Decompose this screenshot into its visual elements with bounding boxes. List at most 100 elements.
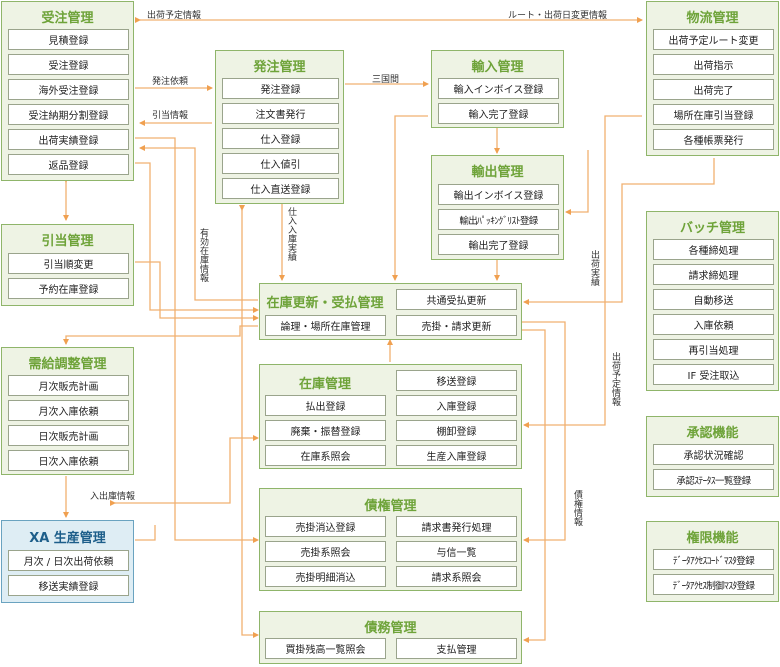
zaiko-item-3[interactable]: 廃棄・振替登録 <box>265 420 386 441</box>
butsuryu-item-2[interactable]: 出荷完了 <box>653 79 774 100</box>
module-jukyu-title: 需給調整管理 <box>28 357 107 372</box>
module-butsuryu: 物流管理 出荷予定ルート変更 出荷指示 出荷完了 場所在庫引当登録 各種帳票発行 <box>646 1 779 156</box>
yunyu-item-1[interactable]: 輸入完了登録 <box>438 103 559 124</box>
label-hatchu-irai: 発注依頼 <box>152 77 189 87</box>
line-hatchu-saimu <box>239 205 259 638</box>
juchu-item-3[interactable]: 受注納期分割登録 <box>8 104 129 125</box>
koshin-item-2[interactable]: 売掛・請求更新 <box>396 315 517 336</box>
jukyu-item-1[interactable]: 月次入庫依頼 <box>8 400 129 421</box>
yushutsu-item-2[interactable]: 輸出完了登録 <box>438 234 559 255</box>
juchu-item-1[interactable]: 受注登録 <box>8 54 129 75</box>
hatchu-item-3[interactable]: 仕入値引 <box>222 153 339 174</box>
hatchu-item-2[interactable]: 仕入登録 <box>222 128 339 149</box>
module-hikiate-title: 引当管理 <box>41 234 94 249</box>
zaiko-item-5[interactable]: 在庫系照会 <box>265 445 386 466</box>
batch-item-3[interactable]: 入庫依頼 <box>653 314 774 335</box>
line-juchu-koshin <box>135 162 259 313</box>
hikiate-item-1[interactable]: 予約在庫登録 <box>8 278 129 299</box>
label-yuko-zaiko-info: 有効在庫情報 <box>198 228 208 282</box>
xa-item-1[interactable]: 移送実績登録 <box>8 575 129 596</box>
label-shukka-yotei-info: 出荷予定情報 <box>147 11 202 21</box>
zaiko-item-4[interactable]: 棚卸登録 <box>396 420 517 441</box>
module-saimu-title: 債務管理 <box>364 621 417 636</box>
juchu-item-4[interactable]: 出荷実績登録 <box>8 129 129 150</box>
hatchu-item-4[interactable]: 仕入直送登録 <box>222 178 339 199</box>
saiken-item-3[interactable]: 与信一覧 <box>396 541 517 562</box>
batch-item-5[interactable]: IF 受注取込 <box>653 364 774 385</box>
line-koshin-saiken <box>520 321 566 543</box>
label-saiken-info: 債権情報 <box>572 490 582 526</box>
zaiko-item-1[interactable]: 払出登録 <box>265 395 386 416</box>
module-yushutsu: 輸出管理 輸出インボイス登録 輸出ﾊﾟｯｷﾝｸﾞﾘｽﾄ登録 輸出完了登録 <box>431 155 564 260</box>
zaiko-item-0[interactable]: 移送登録 <box>396 370 517 391</box>
module-jukyu: 需給調整管理 月次販売計画 月次入庫依頼 日次販売計画 日次入庫依頼 <box>1 347 134 475</box>
zaiko-item-2[interactable]: 入庫登録 <box>396 395 517 416</box>
hatchu-item-1[interactable]: 注文書発行 <box>222 103 339 124</box>
label-nyushukko-info: 入出庫情報 <box>90 492 136 502</box>
line-shukka-yotei <box>523 115 642 428</box>
saiken-item-4[interactable]: 売掛明細消込 <box>265 566 386 587</box>
zaiko-item-6[interactable]: 生産入庫登録 <box>396 445 517 466</box>
module-saiken: 債権管理 売掛消込登録 請求書発行処理 売掛系照会 与信一覧 売掛明細消込 請求… <box>259 488 522 591</box>
yunyu-item-0[interactable]: 輸入インボイス登録 <box>438 78 559 99</box>
line-koshin-jukyu <box>63 325 258 345</box>
line-xa-saimu <box>135 525 156 541</box>
batch-item-2[interactable]: 自動移送 <box>653 289 774 310</box>
batch-item-0[interactable]: 各種締処理 <box>653 239 774 260</box>
module-batch-title: バッチ管理 <box>679 221 745 236</box>
yushutsu-item-0[interactable]: 輸出インボイス登録 <box>438 184 559 205</box>
line-nyushukko <box>110 435 259 506</box>
label-shukka-jisseki: 出荷実績 <box>589 250 599 286</box>
koshin-item-1[interactable]: 論理・場所在庫管理 <box>265 315 386 336</box>
module-yunyu: 輸入管理 輸入インボイス登録 輸入完了登録 <box>431 50 564 128</box>
kengen-item-1[interactable]: ﾃﾞｰﾀｱｸｾｽ制御ﾏｽﾀ登録 <box>653 574 774 595</box>
juchu-item-2[interactable]: 海外受注登録 <box>8 79 129 100</box>
saimu-item-1[interactable]: 支払管理 <box>396 638 517 659</box>
shonin-item-1[interactable]: 承認ｽﾃｰﾀｽ一覧登録 <box>653 469 774 490</box>
label-shukka-yotei-info2: 出荷予定情報 <box>610 352 620 406</box>
jukyu-item-0[interactable]: 月次販売計画 <box>8 375 129 396</box>
butsuryu-item-1[interactable]: 出荷指示 <box>653 54 774 75</box>
module-shonin-title: 承認機能 <box>686 426 739 441</box>
module-yushutsu-title: 輸出管理 <box>471 165 524 180</box>
module-zaiko-title: 在庫管理 <box>298 377 351 392</box>
saiken-item-1[interactable]: 請求書発行処理 <box>396 516 517 537</box>
module-saiken-title: 債権管理 <box>364 499 417 514</box>
xa-item-0[interactable]: 月次 / 日次出荷依頼 <box>8 550 129 571</box>
line-saiken-info <box>520 329 546 643</box>
juchu-item-0[interactable]: 見積登録 <box>8 29 129 50</box>
line-butsuryu-yushutsu <box>565 150 589 215</box>
module-hatchu-title: 発注管理 <box>253 60 306 75</box>
label-shiire-nyuko: 仕入入庫実績 <box>286 207 296 261</box>
shonin-item-0[interactable]: 承認状況確認 <box>653 444 774 465</box>
module-zaiko: 在庫管理 移送登録 払出登録 入庫登録 廃棄・振替登録 棚卸登録 在庫系照会 生… <box>259 364 522 469</box>
module-kengen: 権限機能 ﾃﾞｰﾀｱｸｾｽｺｰﾄﾞﾏｽﾀ登録 ﾃﾞｰﾀｱｸｾｽ制御ﾏｽﾀ登録 <box>646 521 779 602</box>
module-butsuryu-title: 物流管理 <box>686 11 739 26</box>
module-kengen-title: 権限機能 <box>686 531 739 546</box>
juchu-item-5[interactable]: 返品登録 <box>8 154 129 175</box>
module-xa-title: XA 生産管理 <box>29 531 106 546</box>
saiken-item-2[interactable]: 売掛系照会 <box>265 541 386 562</box>
line-hikiate-koshin <box>135 261 259 321</box>
label-sangokukan: 三国間 <box>372 75 400 85</box>
batch-item-4[interactable]: 再引当処理 <box>653 339 774 360</box>
koshin-item-0[interactable]: 共通受払更新 <box>396 289 517 310</box>
hatchu-item-0[interactable]: 発注登録 <box>222 78 339 99</box>
butsuryu-item-0[interactable]: 出荷予定ルート変更 <box>653 29 774 50</box>
label-hikiate-info: 引当情報 <box>152 111 189 121</box>
batch-item-1[interactable]: 請求締処理 <box>653 264 774 285</box>
jukyu-item-3[interactable]: 日次入庫依頼 <box>8 450 129 471</box>
line-juchu-saiken <box>135 137 259 543</box>
saiken-item-5[interactable]: 請求系照会 <box>396 566 517 587</box>
module-juchu-title: 受注管理 <box>41 11 94 26</box>
jukyu-item-2[interactable]: 日次販売計画 <box>8 425 129 446</box>
yushutsu-item-1[interactable]: 輸出ﾊﾟｯｷﾝｸﾞﾘｽﾄ登録 <box>438 209 559 230</box>
hikiate-item-0[interactable]: 引当順変更 <box>8 253 129 274</box>
butsuryu-item-4[interactable]: 各種帳票発行 <box>653 129 774 150</box>
butsuryu-item-3[interactable]: 場所在庫引当登録 <box>653 104 774 125</box>
saimu-item-0[interactable]: 買掛残高一覧照会 <box>265 638 386 659</box>
kengen-item-0[interactable]: ﾃﾞｰﾀｱｸｾｽｺｰﾄﾞﾏｽﾀ登録 <box>653 549 774 570</box>
module-saimu: 債務管理 買掛残高一覧照会 支払管理 <box>259 611 522 664</box>
saiken-item-0[interactable]: 売掛消込登録 <box>265 516 386 537</box>
